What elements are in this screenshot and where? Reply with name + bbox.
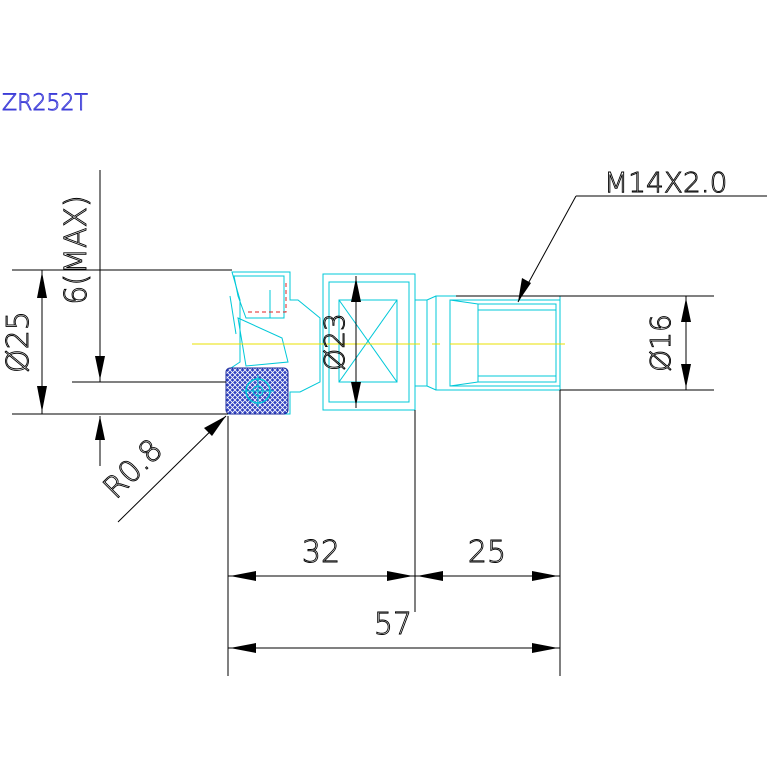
dim-diameter-25: Ø25 xyxy=(1,269,232,415)
drawing-title: ZR252T xyxy=(2,91,88,116)
max-depth-label: 6(MAX) xyxy=(59,195,94,304)
tool-outline xyxy=(227,271,561,415)
dim-corner-radius: R0.8 xyxy=(96,415,227,523)
dim-length-32-25: 32 25 xyxy=(228,535,560,581)
corner-radius-label: R0.8 xyxy=(97,433,170,506)
dim-max-depth: 6(MAX) xyxy=(59,170,226,466)
hidden-line xyxy=(248,282,287,313)
diameter-16-label: Ø16 xyxy=(644,314,677,372)
dim-diameter-23: Ø23 xyxy=(318,276,361,408)
thread-label: M14X2.0 xyxy=(604,166,728,199)
length-57-label: 57 xyxy=(374,607,412,642)
length-32-label: 32 xyxy=(302,535,340,570)
diameter-25-label: Ø25 xyxy=(1,311,36,373)
dim-length-57: 57 xyxy=(228,607,560,653)
length-25-label: 25 xyxy=(468,535,506,570)
dim-diameter-16: Ø16 xyxy=(456,295,714,391)
dim-thread: M14X2.0 xyxy=(517,166,767,303)
cutting-insert xyxy=(225,367,289,415)
diameter-23-label: Ø23 xyxy=(318,313,351,371)
